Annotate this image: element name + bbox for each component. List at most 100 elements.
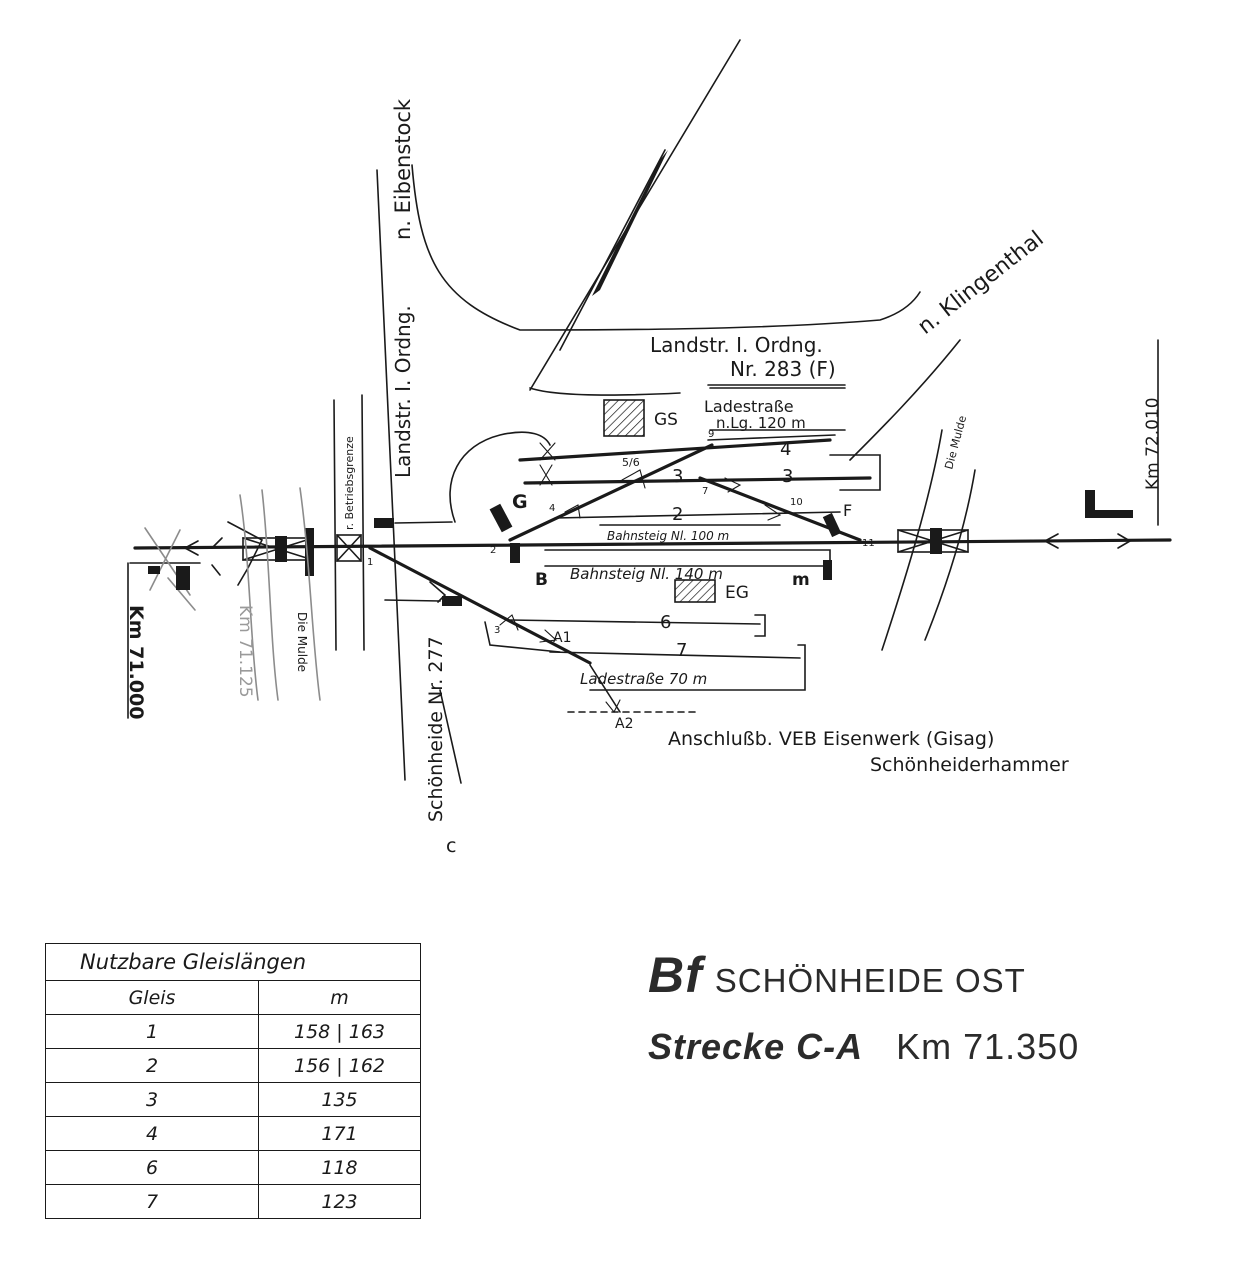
river-left-1 [239,494,259,701]
signal-g-post [489,503,513,533]
platform-main-outline [544,549,831,567]
label-sw-3: 3 [494,625,500,636]
track-length-table: Nutzbare Gleislängen Gleis m 1 158 | 163… [45,943,421,1219]
loop-track [449,431,551,523]
betriebsgrenze-post-right [361,394,365,651]
label-eg: EG [725,583,749,603]
track-6-line [509,619,761,625]
label-km-left: Km 71.000 [125,605,147,719]
table-row: 1 158 | 163 [45,1014,421,1049]
label-ladestrasse-bottom: Ladestraße 70 m [580,670,707,688]
label-mulde-left: Die Mulde [295,612,309,672]
switch-5-6 [621,469,646,489]
stamp-strecke: Strecke C-A [648,1026,864,1067]
stamp-station-name: SCHÖNHEIDE OST [714,962,1026,999]
betriebsgrenze [333,394,365,651]
track-6-end [754,614,766,637]
table-row: 4 171 [45,1116,421,1151]
label-signal-m: m [792,570,810,590]
stamp-bf: Bf [648,947,703,1003]
eibenstock-embankment [592,150,668,296]
label-anschluss-2: Schönheiderhammer [870,754,1069,776]
bridge-left-pier [275,536,287,562]
label-bahnsteig-top: Bahnsteig Nl. 100 m [607,529,729,543]
label-a1: A1 [553,630,571,646]
cell-gleis: 2 [45,1048,259,1083]
label-road-top-2: Nr. 283 (F) [730,357,836,381]
switch-x-mid [539,464,553,486]
switch-3-mark [499,614,519,631]
label-betriebsgrenze: r. Betriebsgrenze [343,436,356,530]
track-4-line [518,438,832,462]
betriebsgrenze-post-left [333,399,337,651]
cell-m: 156 | 162 [258,1048,421,1083]
label-signal-g: G [512,491,528,513]
track-2-line [554,511,841,519]
label-to-eibenstock: n. Eibenstock [391,98,415,240]
signal-left-1-line [394,521,453,524]
label-mulde-right: Die Mulde [942,414,969,471]
label-road-bottom: Schönheide Nr. 277 [425,636,447,822]
stamp-line-2: Strecke C-A Km 71.350 [648,1026,1079,1068]
track-6-stub [484,621,561,653]
switch-7-mark [724,477,742,493]
building-eg [674,579,716,603]
ladestrasse-bottom-outline [589,644,806,691]
label-a2: A2 [615,716,633,732]
cross-2 [149,529,181,591]
label-ladestrasse-top-1: Ladestraße [704,397,794,416]
switches [499,442,782,714]
table-row: 3 135 [45,1082,421,1117]
river-left-3 [299,487,321,701]
buildings [603,399,716,603]
arrow-left-2 [211,537,223,576]
label-gs: GS [654,410,678,430]
track-3-line [523,476,872,485]
cell-m: 135 [258,1082,421,1117]
cell-gleis: 4 [45,1116,259,1151]
table-row: 6 118 [45,1150,421,1185]
eibenstock-track-2 [559,149,666,351]
road-left-edge-2 [439,689,462,784]
cell-gleis: 1 [45,1014,259,1049]
label-track-4: 4 [780,439,791,460]
label-km-left-faint: Km 71.125 [235,605,255,698]
label-sw-4: 4 [549,503,555,514]
arrow-right-1 [1044,533,1059,549]
label-signal-b: B [535,570,548,590]
signal-left-2 [442,596,462,606]
track-7-line [549,651,801,659]
plan-labels: n. Eibenstock Landstr. I. Ordng. n. Klin… [125,98,1163,857]
label-track-6: 6 [660,612,671,633]
signal-b-post [510,543,520,563]
road-klingenthal-edge [849,339,961,461]
cross-3 [167,577,196,611]
label-sw-11: 11 [862,538,875,549]
track-3-end [829,454,881,491]
label-track-3b: 3 [782,466,793,487]
anschluss-connector [589,664,621,713]
table-row: 2 156 | 162 [45,1048,421,1083]
km-marker-right-base [1085,510,1133,518]
branch-6-7 [368,546,592,665]
arrow-left-1 [184,540,199,556]
cell-m: 171 [258,1116,421,1151]
betriebsgrenze-box [336,534,362,562]
label-sw-9: 9 [708,429,714,440]
label-sw-7: 7 [702,486,708,497]
km-marker-block [176,566,190,590]
ladestrasse-top-edge [529,387,681,396]
table-row: 7 123 [45,1184,421,1219]
river-left-2 [261,489,279,701]
label-sw-10: 10 [790,497,803,508]
bridge-right-pier [930,528,942,554]
cell-m: 123 [258,1184,421,1219]
arrow-right-2 [1117,533,1131,549]
label-track-3a: 3 [672,466,683,487]
switch-10-mark [764,504,782,521]
road-top-curve [411,164,921,331]
roads [376,164,961,784]
switch-a1-mark [539,629,558,643]
table-header-row: Gleis m [45,980,421,1015]
